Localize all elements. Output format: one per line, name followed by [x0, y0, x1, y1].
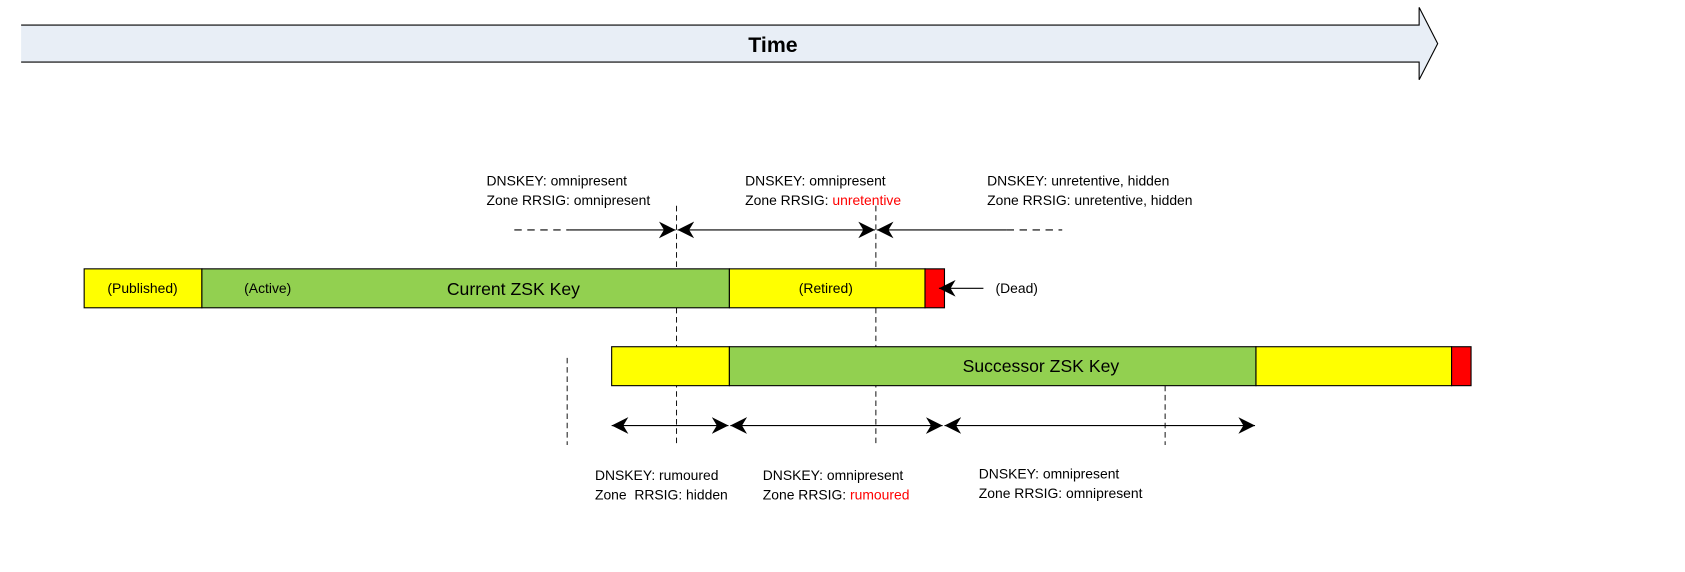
- successor-state-1: DNSKEY: omnipresent Zone RRSIG: rumoured: [763, 467, 910, 502]
- rrsig-label: Zone RRSIG:: [595, 487, 686, 503]
- time-arrow: Time: [21, 7, 1439, 80]
- time-arrow-shape: [21, 7, 1439, 80]
- dead-callout: (Dead): [938, 280, 1038, 297]
- dnskey-label: DNSKEY:: [487, 172, 551, 188]
- rrsig-label: Zone RRSIG:: [987, 192, 1074, 208]
- segment-published: [83, 268, 203, 309]
- dnskey-label: DNSKEY:: [987, 172, 1051, 188]
- segment-active: [728, 346, 1257, 387]
- successor-state-labels: DNSKEY: rumoured Zone RRSIG: hidden DNSK…: [595, 465, 1143, 502]
- current-key-title: Current ZSK Key: [447, 279, 580, 299]
- segment-retired: [728, 268, 926, 309]
- time-label: Time: [748, 33, 798, 57]
- phase-boundaries: [566, 205, 1166, 445]
- dnskey-value: omnipresent: [551, 172, 628, 188]
- retired-label: (Retired): [799, 280, 853, 296]
- rrsig-label: Zone RRSIG:: [763, 487, 850, 503]
- svg-text:Zone RRSIG: hidden: Zone RRSIG: hidden: [595, 487, 728, 503]
- dnskey-label: DNSKEY:: [979, 465, 1043, 481]
- svg-text:DNSKEY: omnipresent: DNSKEY: omnipresent: [745, 172, 886, 188]
- current-key-bar: (Published) (Active) Current ZSK Key (Re…: [83, 268, 946, 309]
- dead-label: (Dead): [995, 280, 1037, 296]
- rrsig-value: unretentive, hidden: [1074, 192, 1192, 208]
- segment-published: [611, 346, 730, 387]
- successor-state-0: DNSKEY: rumoured Zone RRSIG: hidden: [595, 467, 728, 502]
- dnskey-value: unretentive, hidden: [1051, 172, 1169, 188]
- svg-text:Zone RRSIG: omnipresent: Zone RRSIG: omnipresent: [979, 485, 1143, 501]
- current-state-1: DNSKEY: omnipresent Zone RRSIG: unretent…: [745, 172, 901, 207]
- svg-text:Zone RRSIG: unretentive: Zone RRSIG: unretentive: [745, 192, 901, 208]
- segment-dead: [1451, 346, 1472, 387]
- dnskey-value: omnipresent: [1043, 465, 1120, 481]
- svg-text:DNSKEY: rumoured: DNSKEY: rumoured: [595, 467, 719, 483]
- svg-text:Zone RRSIG: unretentive, hidde: Zone RRSIG: unretentive, hidden: [987, 192, 1192, 208]
- active-label: (Active): [244, 280, 291, 296]
- rrsig-label: Zone RRSIG:: [745, 192, 832, 208]
- current-state-labels: DNSKEY: omnipresent Zone RRSIG: omnipres…: [487, 172, 1193, 207]
- successor-state-2: DNSKEY: omnipresent Zone RRSIG: omnipres…: [979, 465, 1143, 500]
- svg-text:DNSKEY: unretentive, hidden: DNSKEY: unretentive, hidden: [987, 172, 1169, 188]
- dnskey-label: DNSKEY:: [763, 467, 827, 483]
- segment-retired: [1255, 346, 1453, 387]
- svg-text:DNSKEY: omnipresent: DNSKEY: omnipresent: [979, 465, 1120, 481]
- rrsig-value-highlighted: rumoured: [850, 487, 909, 503]
- dnskey-label: DNSKEY:: [745, 172, 809, 188]
- current-state-2: DNSKEY: unretentive, hidden Zone RRSIG: …: [987, 172, 1192, 207]
- dnskey-value: omnipresent: [809, 172, 886, 188]
- successor-key-title: Successor ZSK Key: [963, 356, 1120, 376]
- successor-key-bar: Successor ZSK Key: [611, 346, 1472, 387]
- dnskey-value: omnipresent: [827, 467, 904, 483]
- rrsig-value: hidden: [686, 487, 728, 503]
- svg-text:Zone RRSIG: omnipresent: Zone RRSIG: omnipresent: [487, 192, 651, 208]
- svg-text:Zone RRSIG: rumoured: Zone RRSIG: rumoured: [763, 487, 910, 503]
- current-state-0: DNSKEY: omnipresent Zone RRSIG: omnipres…: [487, 172, 651, 207]
- rrsig-value: omnipresent: [1066, 485, 1143, 501]
- rrsig-value: omnipresent: [574, 192, 651, 208]
- rrsig-value-highlighted: unretentive: [832, 192, 901, 208]
- rrsig-label: Zone RRSIG:: [487, 192, 574, 208]
- published-label: (Published): [107, 280, 177, 296]
- dnskey-label: DNSKEY:: [595, 467, 659, 483]
- svg-text:DNSKEY: omnipresent: DNSKEY: omnipresent: [487, 172, 628, 188]
- svg-text:DNSKEY: omnipresent: DNSKEY: omnipresent: [763, 467, 904, 483]
- rrsig-label: Zone RRSIG:: [979, 485, 1066, 501]
- dnskey-value: rumoured: [659, 467, 718, 483]
- segment-active: [201, 268, 730, 309]
